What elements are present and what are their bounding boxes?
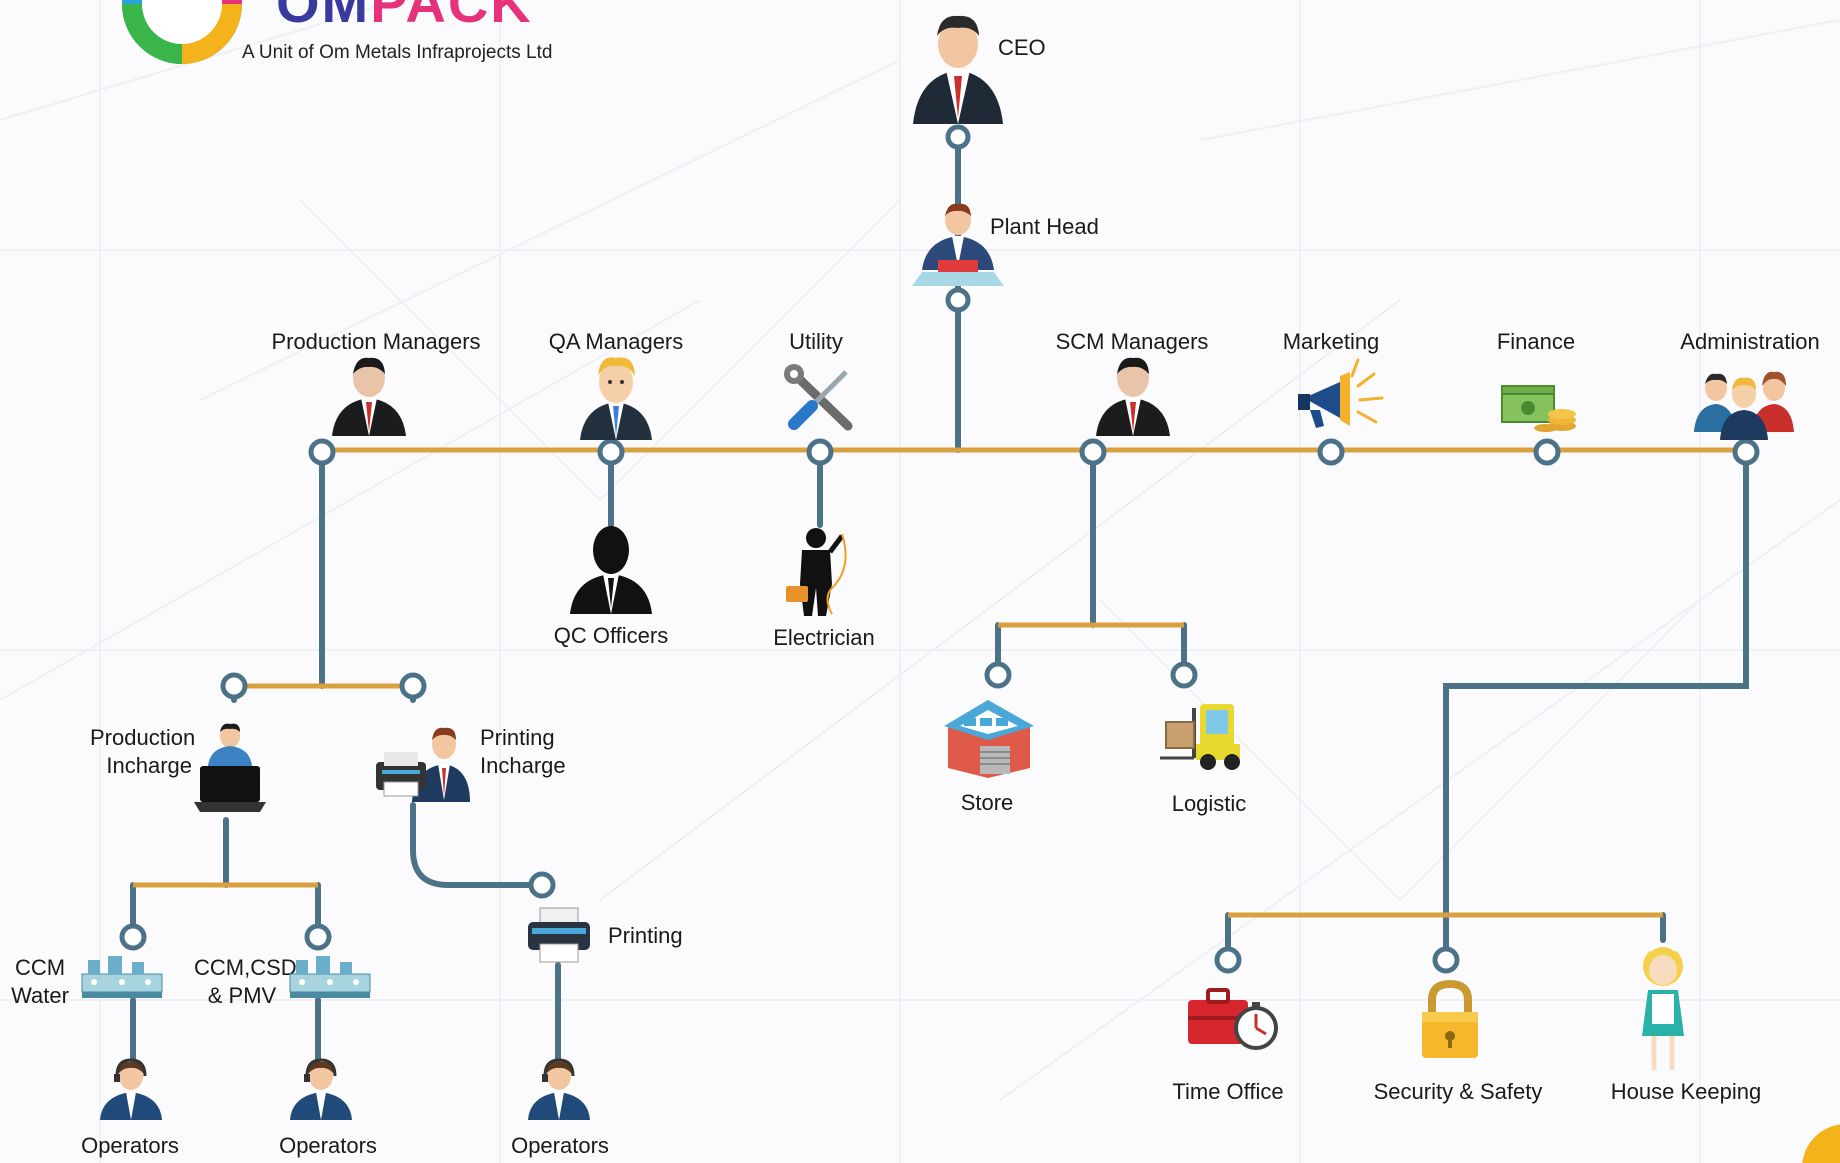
operators-label: Operators: [279, 1133, 377, 1158]
node-ring: [1732, 438, 1760, 466]
node-ring: [119, 923, 147, 951]
line-store-logistic-stems: [995, 622, 1187, 678]
node-ring: [984, 661, 1012, 689]
plant-head-label: Plant Head: [990, 214, 1099, 239]
line-admin-to-services: [1443, 449, 1749, 918]
headset-operator-icon: [290, 1058, 352, 1120]
laptop-person-icon: [194, 723, 266, 812]
megaphone-icon: [1298, 358, 1384, 428]
padlock-icon: [1422, 980, 1478, 1058]
brand-tagline: A Unit of Om Metals Infraprojects Ltd: [242, 42, 553, 63]
node-ring: [597, 438, 625, 466]
corner-decoration: [1802, 1124, 1840, 1163]
administration-label: Administration: [1680, 329, 1820, 354]
housekeeper-icon: [1642, 943, 1684, 1070]
factory-machine-icon: [289, 956, 371, 998]
node-ring: [945, 287, 971, 313]
node-ring: [1214, 946, 1242, 974]
brand-name: OMPACK: [276, 0, 533, 34]
headset-operator-icon: [100, 1058, 162, 1120]
logistic-label: Logistic: [1171, 791, 1247, 816]
printer-person-icon: [376, 727, 470, 802]
qc-officers-label: QC Officers: [553, 623, 669, 648]
line-ccm-stems: [130, 882, 321, 940]
briefcase-stopwatch-icon: [1188, 988, 1278, 1050]
headset-operator-icon: [528, 1058, 590, 1120]
factory-machine-icon: [81, 956, 163, 998]
node-ring: [399, 672, 427, 700]
operators-label: Operators: [81, 1133, 179, 1158]
om-logo-icon: ॐ: [122, 0, 243, 64]
printing-label: Printing: [608, 923, 683, 948]
ceo-label: CEO: [998, 35, 1046, 60]
electrician-icon: [786, 528, 847, 616]
node-ring: [304, 923, 332, 951]
store-building-icon: [944, 700, 1034, 778]
node-ring: [1079, 438, 1107, 466]
plant-head-person-icon: [912, 203, 1004, 286]
ccm-csd-pmv-label: CCM,CSD& PMV: [194, 955, 297, 1008]
ceo-person-icon: [913, 15, 1003, 124]
node-ring: [220, 672, 248, 700]
manager-person-icon: [332, 357, 406, 436]
marketing-label: Marketing: [1282, 329, 1380, 354]
manager-person-icon: [1096, 357, 1170, 436]
store-label: Store: [960, 790, 1014, 815]
qc-officer-silhouette-icon: [570, 526, 652, 614]
printer-icon: [528, 907, 590, 963]
production-managers-label: Production Managers: [271, 329, 481, 354]
wrench-screwdriver-icon: [784, 364, 853, 431]
node-ring: [806, 438, 834, 466]
scm-managers-label: SCM Managers: [1055, 329, 1209, 354]
electrician-label: Electrician: [773, 625, 875, 650]
node-ring: [308, 438, 336, 466]
node-ring: [945, 124, 971, 150]
security-safety-label: Security & Safety: [1373, 1079, 1543, 1104]
money-coins-icon: [1501, 385, 1576, 432]
node-ring: [1533, 438, 1561, 466]
operators-label: Operators: [511, 1133, 609, 1158]
qa-managers-label: QA Managers: [548, 329, 684, 354]
time-office-label: Time Office: [1172, 1079, 1284, 1104]
forklift-icon: [1160, 704, 1240, 770]
node-ring: [1170, 661, 1198, 689]
qa-manager-person-icon: [580, 357, 652, 440]
team-group-icon: [1694, 371, 1794, 440]
utility-label: Utility: [789, 329, 843, 354]
finance-label: Finance: [1496, 329, 1576, 354]
node-ring: [528, 871, 556, 899]
house-keeping-label: House Keeping: [1610, 1079, 1762, 1104]
node-ring: [1432, 946, 1460, 974]
node-ring: [1317, 438, 1345, 466]
